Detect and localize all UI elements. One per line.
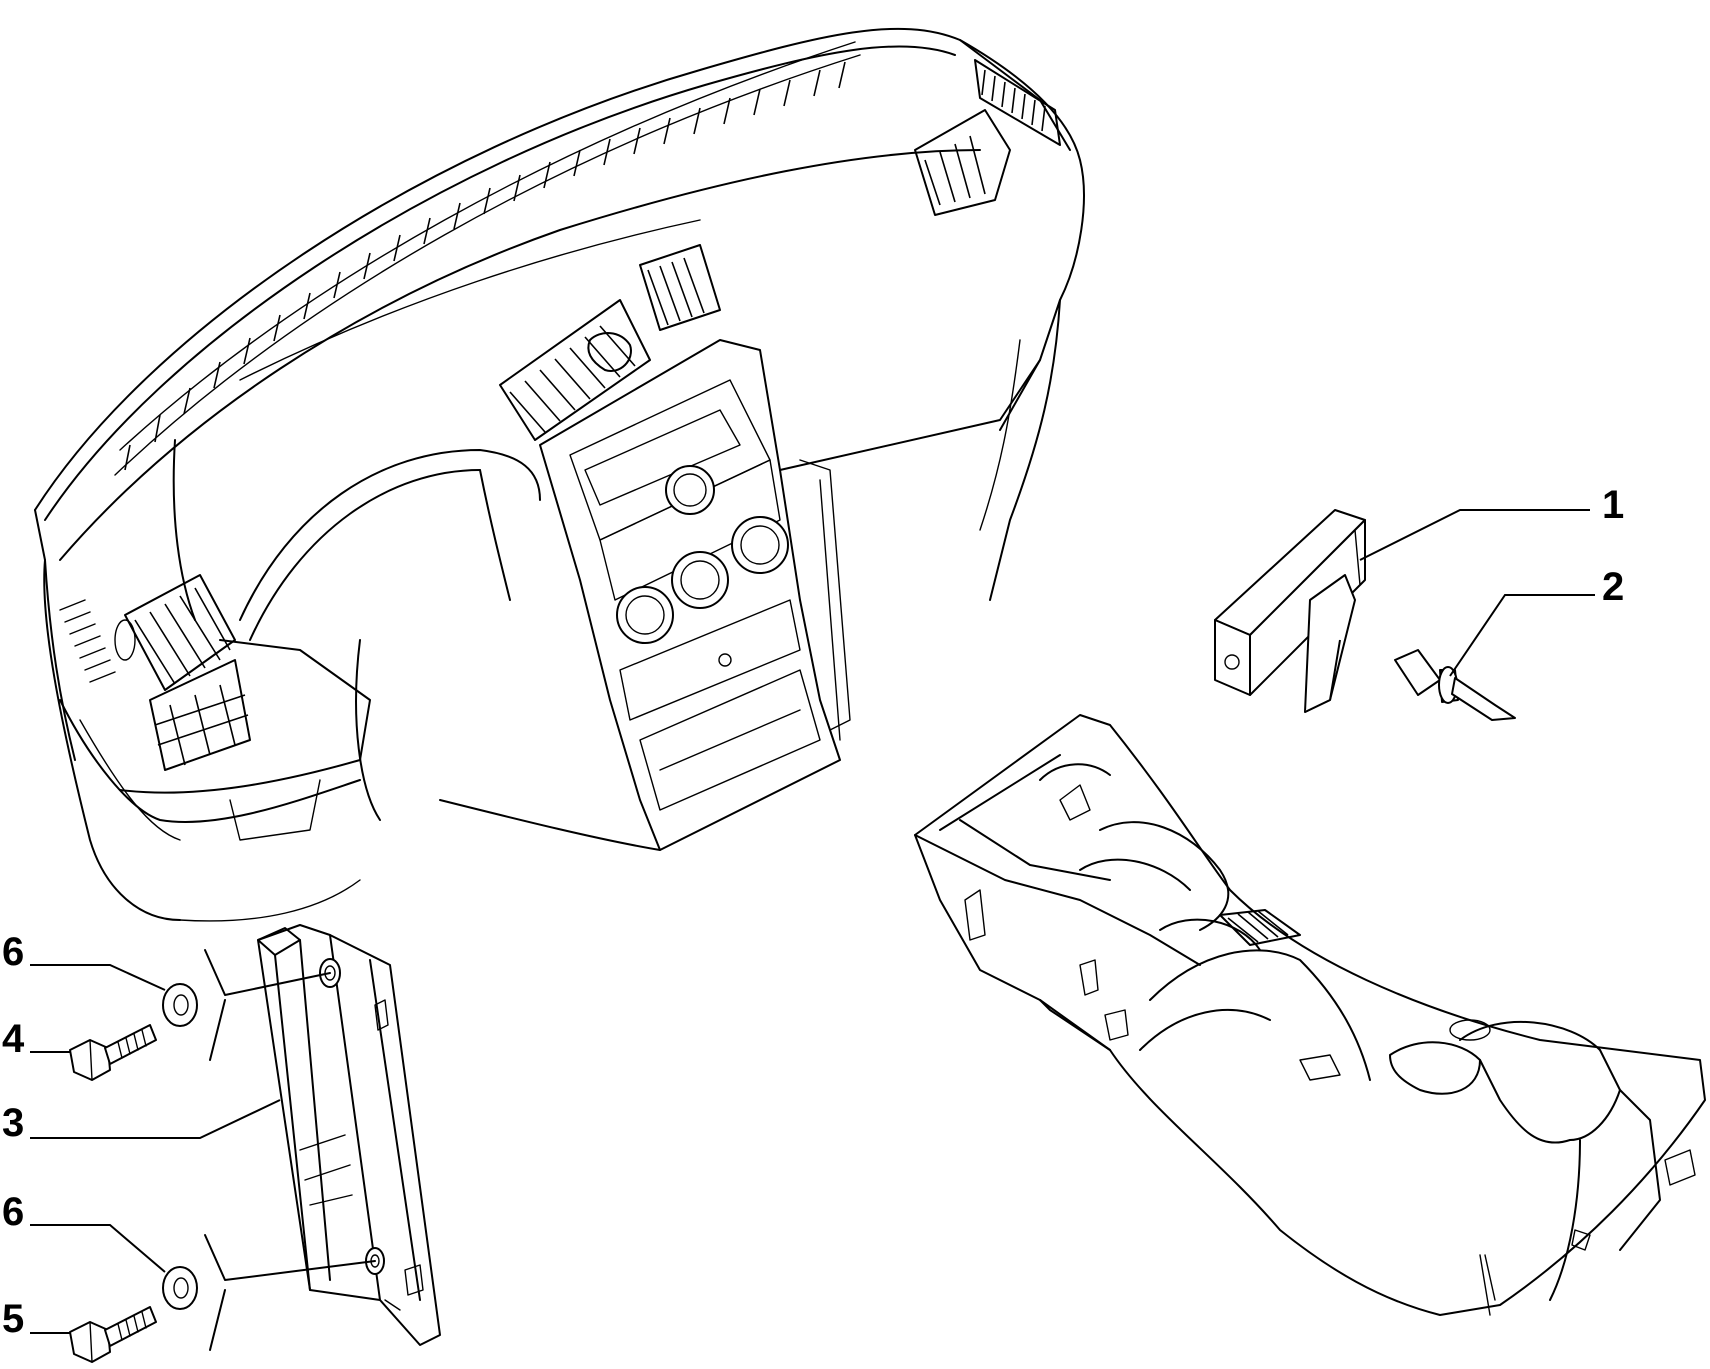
instrument-cluster-area — [172, 439, 661, 851]
bolt-4 — [69, 1024, 157, 1081]
guide-line-lower-b — [209, 1289, 226, 1351]
right-vent — [914, 59, 1061, 216]
part-1-bracket — [1214, 509, 1366, 713]
defroster-grille — [124, 61, 846, 471]
guide-line-upper-b — [209, 999, 226, 1061]
bolt-5 — [69, 1306, 157, 1363]
leader-3 — [30, 1099, 281, 1139]
callout-2: 2 — [1602, 565, 1624, 609]
callout-5: 5 — [2, 1297, 24, 1341]
callout-6-upper: 6 — [2, 930, 24, 974]
callout-3: 3 — [2, 1101, 24, 1145]
center-console-tunnel — [914, 714, 1706, 1316]
leader-6-upper — [30, 964, 166, 991]
console-grille — [1219, 909, 1301, 946]
callout-6-lower: 6 — [2, 1190, 24, 1234]
leader-2 — [1449, 594, 1595, 677]
washer-6-lower — [162, 1266, 198, 1310]
guide-line-lower — [204, 1234, 376, 1281]
part-3-support — [257, 924, 441, 1346]
leader-1 — [1359, 509, 1590, 561]
leader-6-lower — [30, 1224, 166, 1273]
dashboard-assembly — [34, 27, 1085, 922]
part-2-pin — [1394, 649, 1516, 721]
guide-line-upper — [204, 949, 331, 996]
center-console-stack — [539, 339, 841, 851]
leader-lines — [30, 509, 1595, 1334]
callout-1: 1 — [1602, 483, 1624, 527]
washer-6-upper — [162, 983, 198, 1027]
callout-labels: 1 2 3 4 5 6 6 — [2, 483, 1624, 1341]
left-vent — [59, 574, 251, 771]
callout-4: 4 — [2, 1017, 25, 1061]
center-vents — [499, 244, 721, 441]
